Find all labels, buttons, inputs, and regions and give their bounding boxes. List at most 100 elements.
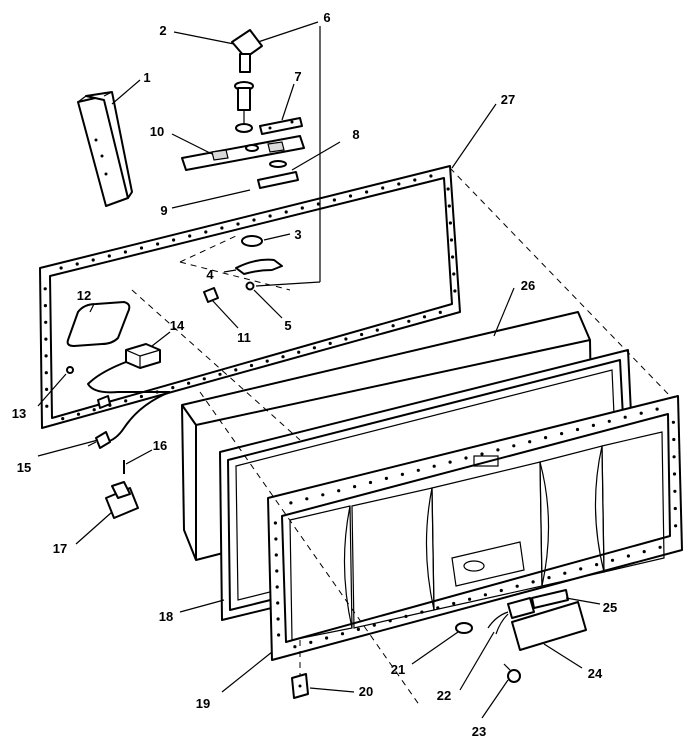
rivet-hole	[452, 272, 456, 276]
rivet-hole	[44, 354, 48, 358]
rivet-hole	[381, 186, 385, 190]
callout-13: 13	[12, 406, 26, 421]
rivet-hole	[312, 346, 316, 350]
rivet-hole	[499, 588, 503, 593]
light-shield	[511, 601, 587, 651]
rivet-hole	[188, 234, 192, 238]
rivet-hole	[360, 332, 364, 337]
rivet-hole	[420, 610, 424, 614]
rivet-hole	[365, 190, 369, 194]
rivet-hole	[220, 226, 224, 230]
rivet-hole	[626, 554, 631, 558]
rivet-hole	[655, 407, 659, 411]
rivet-hole	[384, 476, 388, 480]
rivet-hole	[202, 377, 206, 381]
strike-plate	[259, 117, 303, 135]
rivet-hole	[446, 187, 450, 191]
rivet-hole	[375, 328, 379, 332]
rivet-hole	[429, 174, 433, 178]
rivet-hole	[672, 455, 676, 459]
rivet-hole	[44, 337, 48, 341]
callout-11: 11	[237, 330, 251, 345]
rivet-hole	[448, 221, 452, 225]
rivet-hole	[464, 456, 468, 460]
lock-cylinder	[234, 81, 254, 133]
rivet-hole	[372, 623, 376, 627]
rivet-hole	[75, 262, 79, 266]
callout-22: 22	[437, 688, 451, 703]
callout-23: 23	[472, 724, 486, 739]
rivet-hole	[480, 452, 484, 456]
rivet-hole	[277, 633, 281, 637]
rivet-hole	[275, 585, 279, 589]
junction-box	[125, 343, 161, 369]
callout-17: 17	[53, 541, 67, 556]
rivet-hole	[45, 387, 49, 391]
rivet-hole	[483, 593, 487, 597]
rivet-hole	[156, 242, 160, 246]
rivet-hole	[658, 545, 662, 549]
latch	[235, 258, 283, 275]
rivet-hole	[400, 472, 404, 476]
rivet-hole	[275, 569, 279, 573]
rivet-hole	[344, 337, 348, 341]
rivet-hole	[273, 521, 277, 525]
washer	[241, 235, 263, 247]
rivet-hole	[436, 606, 440, 610]
rivet-hole	[404, 614, 408, 619]
rivet-hole	[453, 289, 457, 293]
assembly-lines	[131, 167, 673, 707]
rivet-hole	[297, 350, 301, 354]
leader-lines	[37, 21, 601, 719]
rivet-hole	[293, 645, 297, 649]
rivet-hole	[59, 266, 63, 270]
rivet-hole	[595, 563, 599, 567]
rivet-hole	[316, 202, 320, 206]
rivet-hole	[276, 617, 280, 621]
rivet-hole	[123, 250, 127, 254]
key	[231, 29, 263, 73]
rivet-hole	[218, 372, 222, 376]
rivet-hole	[591, 423, 596, 427]
rivet-hole	[672, 437, 676, 442]
callout-19: 19	[196, 696, 210, 711]
callout-labels: 1 2 3 4 5 6 7 8 9 10 11 12 13 14 15 16 1…	[12, 10, 617, 739]
rivet-hole	[438, 310, 442, 314]
rivet-hole	[528, 440, 532, 444]
rivet-hole	[388, 619, 392, 623]
rivet-hole	[422, 315, 427, 319]
handle	[66, 301, 131, 347]
bulb	[503, 663, 521, 683]
rivet-hole	[328, 341, 332, 345]
rivet-hole	[515, 584, 519, 588]
rivet-hole	[413, 178, 417, 182]
switch	[105, 481, 139, 519]
rivet-hole	[284, 210, 288, 214]
rivet-hole	[92, 408, 96, 412]
rivet-hole	[575, 427, 580, 432]
rivet-hole	[449, 238, 454, 242]
rivet-hole	[623, 415, 627, 419]
light-socket	[487, 597, 535, 635]
rivet-hole	[610, 558, 615, 562]
callout-14: 14	[170, 318, 185, 333]
rivet-hole	[289, 501, 293, 505]
rivet-hole	[332, 198, 336, 202]
rivet-hole	[447, 204, 451, 208]
switch-bracket	[291, 673, 309, 699]
rivet-hole	[172, 238, 176, 242]
callout-6: 6	[323, 10, 330, 25]
rivet-hole	[407, 319, 411, 323]
rivet-hole	[673, 489, 677, 493]
rivet-hole	[432, 464, 436, 468]
rivet-hole	[560, 432, 564, 436]
rivet-hole	[671, 420, 676, 424]
rivet-hole	[281, 355, 285, 359]
callout-8: 8	[352, 127, 359, 142]
callout-7: 7	[294, 69, 301, 84]
rivet-hole	[309, 640, 313, 645]
rivet-hole	[547, 576, 551, 580]
rivet-hole	[265, 359, 269, 363]
light-bracket	[531, 589, 569, 609]
